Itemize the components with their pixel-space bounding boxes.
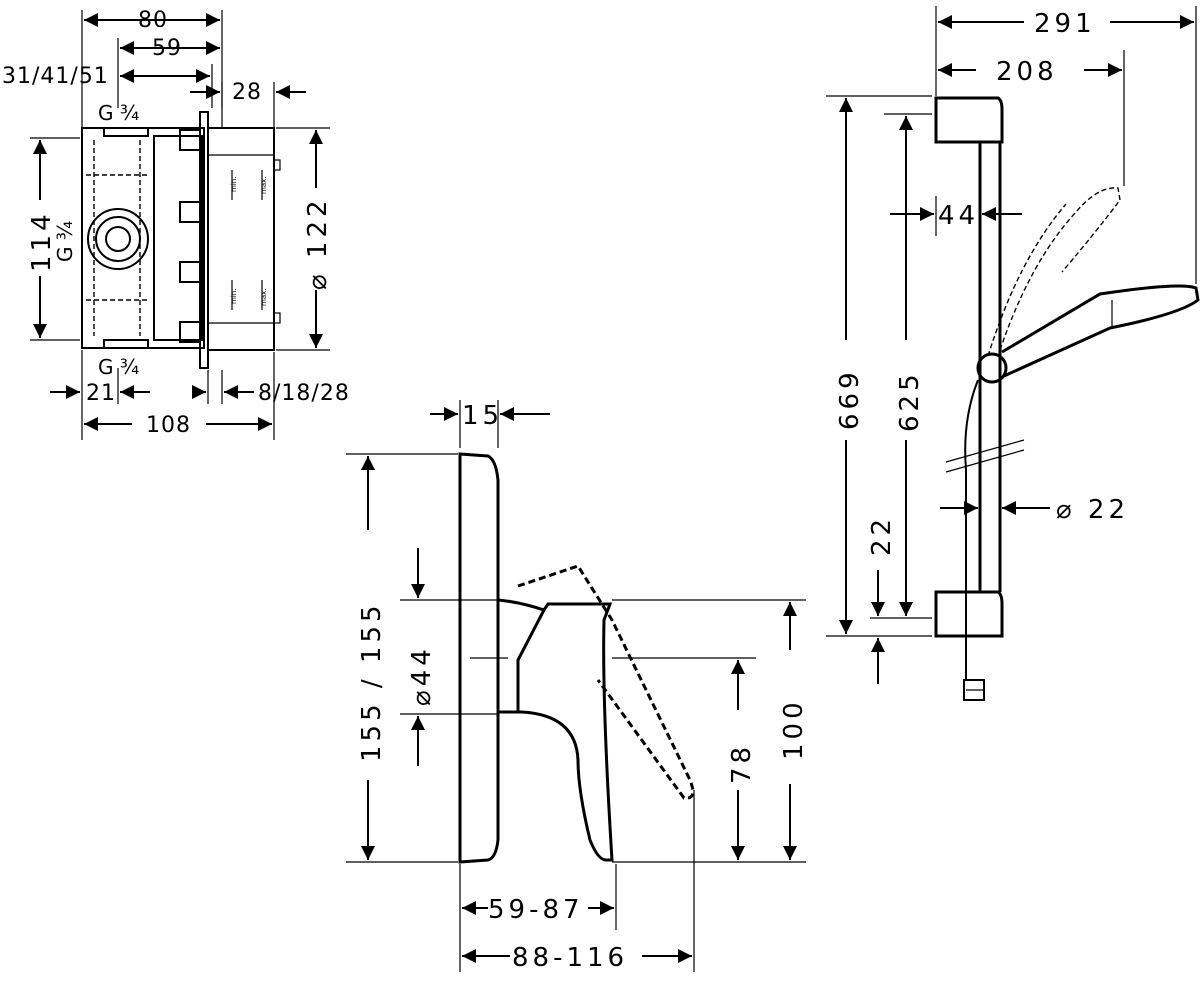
- dim-100: 100: [779, 698, 809, 760]
- dim-78: 78: [727, 743, 757, 784]
- dim-208: 208: [996, 57, 1058, 87]
- dim-625: 625: [895, 370, 925, 432]
- mixer-dimension-lines: [346, 400, 806, 972]
- dim-dia-44: ⌀44: [407, 645, 437, 706]
- shower-rail-view: 291 208 669 625 44 ⌀ 22 22: [826, 6, 1200, 701]
- dim-22: 22: [867, 515, 897, 556]
- mixer-drawing: [458, 452, 695, 864]
- dim-291: 291: [1034, 9, 1096, 39]
- max-label-upper: max.: [260, 177, 268, 194]
- dim-59: 59: [152, 36, 182, 61]
- mixer-side-view: 15 155 / 155 ⌀44 78 100 59-87 88-116: [346, 400, 809, 973]
- dim-114: 114: [27, 210, 57, 272]
- dim-21: 21: [86, 381, 116, 406]
- installation-box-drawing: [81, 111, 281, 369]
- max-label-lower: max.: [260, 289, 268, 306]
- dim-8-18-28: 8/18/28: [258, 381, 350, 406]
- min-label-lower: min.: [230, 289, 238, 304]
- dim-155-155: 155 / 155: [357, 601, 387, 762]
- dim-88-116: 88-116: [512, 943, 628, 973]
- shower-rail-drawing: [934, 96, 1200, 701]
- box-dimension-lines: [30, 10, 330, 440]
- thread-top-g34: G ¾: [98, 101, 139, 125]
- dim-15: 15: [462, 401, 503, 431]
- dim-28: 28: [232, 80, 262, 105]
- dim-80: 80: [138, 8, 168, 33]
- min-label-upper: min.: [230, 177, 238, 192]
- dim-108: 108: [146, 413, 191, 438]
- rail-dimension-lines: [826, 6, 1197, 684]
- dim-dia-22: ⌀ 22: [1056, 495, 1129, 525]
- dim-31-41-51: 31/41/51: [2, 64, 109, 89]
- dim-44: 44: [938, 201, 979, 231]
- thread-bottom-g34: G ¾: [98, 355, 139, 379]
- dim-669: 669: [835, 368, 865, 430]
- dim-59-87: 59-87: [488, 895, 584, 925]
- thread-side-g34: G ¾: [53, 221, 77, 262]
- dim-dia-122: ⌀ 122: [303, 196, 333, 290]
- installation-box-view: min. max. min. max.: [2, 8, 350, 440]
